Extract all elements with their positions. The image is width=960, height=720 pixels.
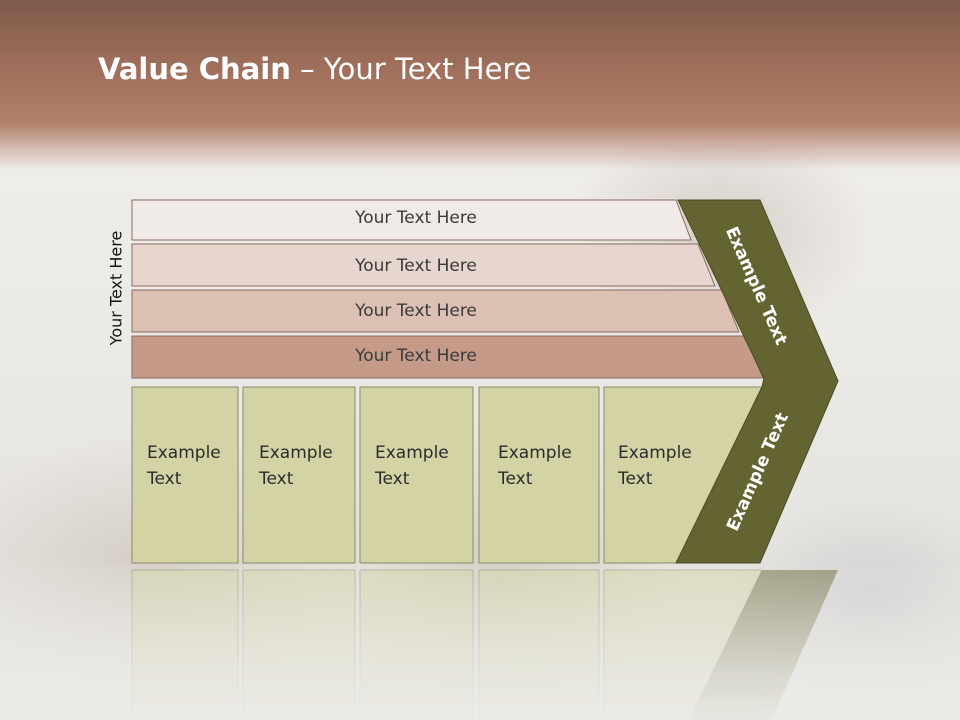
- bar-2: [131, 243, 716, 287]
- box-5-label: Example Text: [618, 440, 692, 492]
- bar-2-label: Your Text Here: [355, 256, 477, 276]
- box-2: [242, 386, 356, 564]
- box-1-line2: Text: [147, 469, 182, 489]
- box-2-label: Example Text: [259, 440, 333, 492]
- box-3-line1: Example: [375, 443, 449, 463]
- header-band: [0, 0, 960, 170]
- box-1: [131, 386, 239, 564]
- bar-3: [131, 289, 740, 333]
- box-3-line2: Text: [375, 469, 410, 489]
- bar-1-label: Your Text Here: [355, 208, 477, 228]
- box-4-line1: Example: [498, 443, 572, 463]
- bar-1: [131, 199, 692, 241]
- title-rest: – Your Text Here: [290, 52, 532, 86]
- bar-3-label: Your Text Here: [355, 301, 477, 321]
- box-4-label: Example Text: [498, 440, 572, 492]
- box-2-line1: Example: [259, 443, 333, 463]
- box-1-label: Example Text: [147, 440, 221, 492]
- box-3-label: Example Text: [375, 440, 449, 492]
- box-4-line2: Text: [498, 469, 533, 489]
- bar-4-label: Your Text Here: [355, 346, 477, 366]
- reflection-fade: [0, 566, 960, 720]
- chevron: [675, 199, 839, 564]
- box-5-line1: Example: [618, 443, 692, 463]
- box-2-line2: Text: [259, 469, 294, 489]
- box-1-line1: Example: [147, 443, 221, 463]
- box-3: [359, 386, 474, 564]
- bar-4: [131, 335, 764, 379]
- box-5-line2: Text: [618, 469, 653, 489]
- box-4: [478, 386, 600, 564]
- title-bold: Value Chain: [98, 52, 291, 86]
- page-title: Value Chain – Your Text Here: [98, 52, 532, 86]
